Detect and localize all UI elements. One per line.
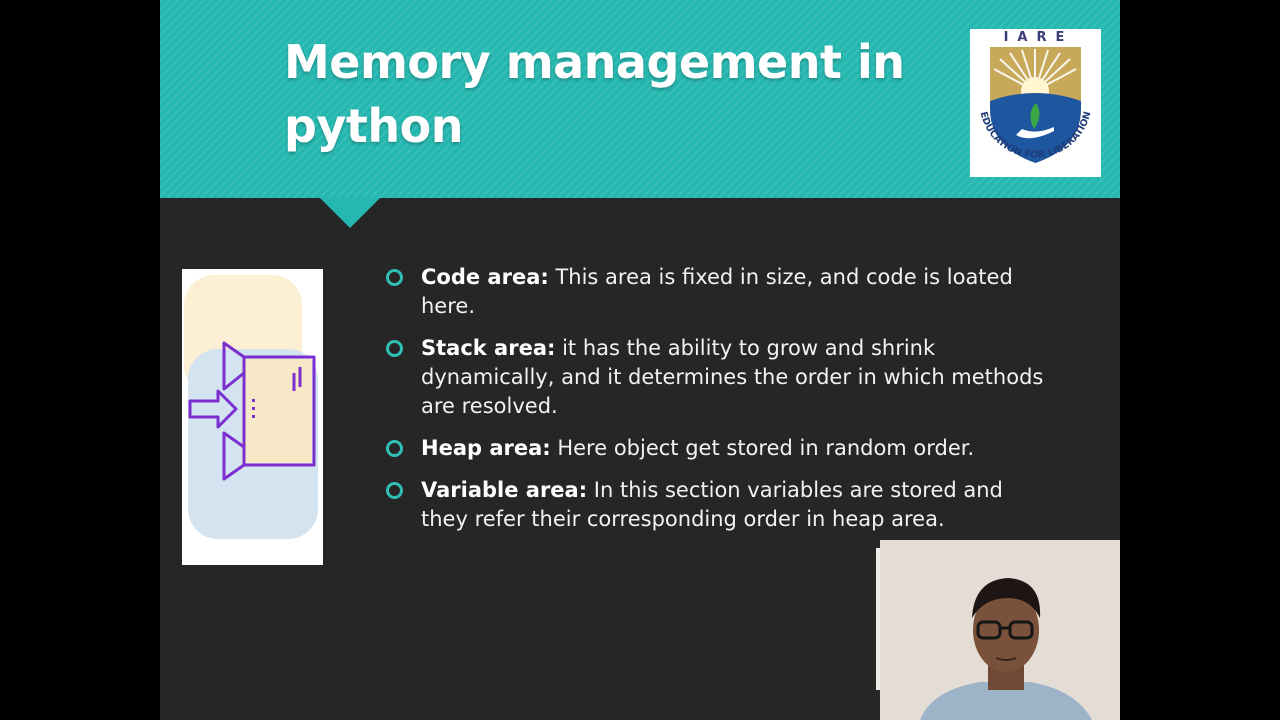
logo-top-text: IARE — [1003, 30, 1074, 45]
slide-title: Memory management in python — [284, 35, 905, 153]
presentation-slide: Memory management in python IARE — [160, 0, 1120, 720]
presenter-webcam — [880, 540, 1120, 720]
bullet-variable-area: Variable area: In this section variables… — [385, 476, 1045, 534]
bullet-code-area: Code area: This area is fixed in size, a… — [385, 263, 1045, 321]
bullet-circle-icon — [386, 340, 403, 357]
bullet-term: Variable area: — [421, 478, 588, 502]
webcam-edge — [876, 548, 880, 690]
logo-emblem-icon: EDUCATION FOR LIBERATION — [978, 47, 1093, 163]
bullet-term: Heap area: — [421, 436, 551, 460]
header-notch — [320, 198, 380, 228]
bullet-stack-area: Stack area: it has the ability to grow a… — [385, 334, 1045, 421]
bullet-circle-icon — [386, 482, 403, 499]
slide-illustration — [182, 269, 323, 565]
bullet-text: it has the ability to grow and shrink dy… — [421, 336, 1044, 418]
box-with-arrow-icon — [184, 275, 318, 539]
bullet-circle-icon — [386, 269, 403, 286]
bullet-text: In this section variables are stored and… — [421, 478, 1003, 531]
bullet-circle-icon — [386, 440, 403, 457]
bullet-text: Here object get stored in random order. — [550, 436, 975, 460]
bullet-term: Code area: — [421, 265, 549, 289]
bullet-heap-area: Heap area: Here object get stored in ran… — [385, 434, 1045, 463]
bullet-term: Stack area: — [421, 336, 556, 360]
iare-logo: IARE — [970, 29, 1101, 177]
presenter-avatar-icon — [880, 540, 1120, 720]
bullet-list: Code area: This area is fixed in size, a… — [385, 263, 1045, 547]
slide-header: Memory management in python IARE — [160, 0, 1120, 198]
bullet-text: This area is fixed in size, and code is … — [421, 265, 1013, 318]
